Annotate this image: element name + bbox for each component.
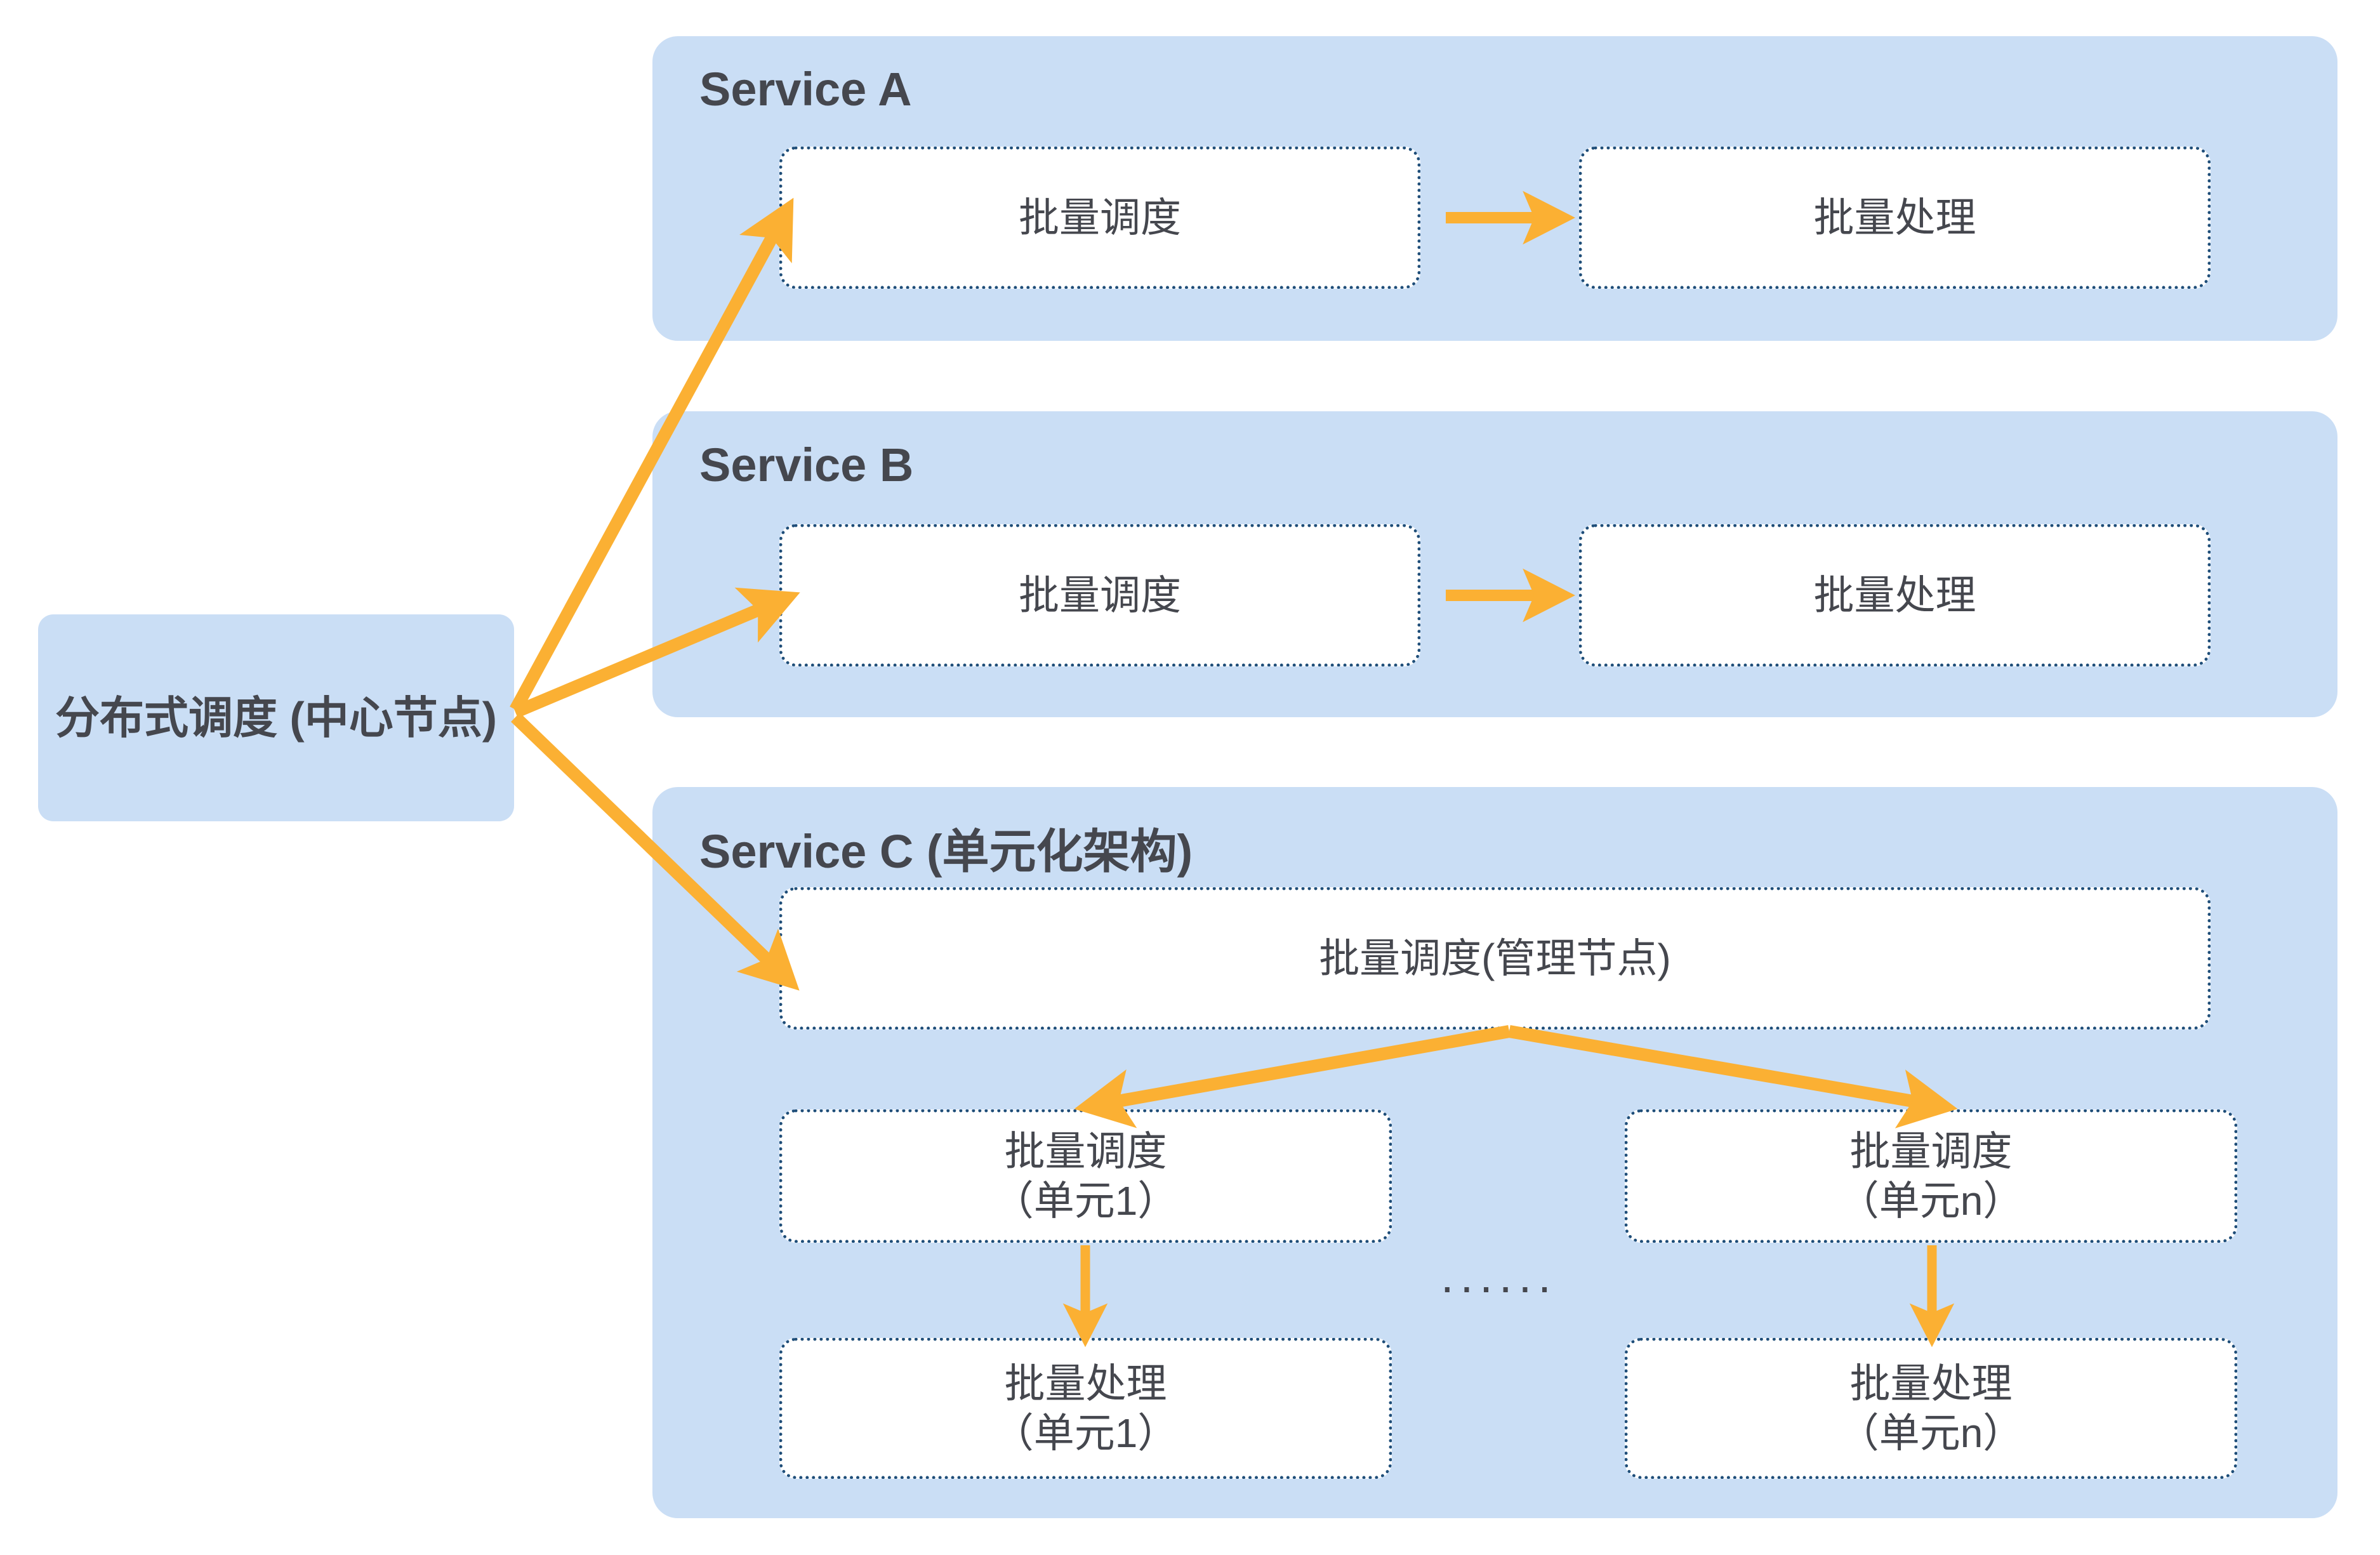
- service-c-unit1-process-label-line1: 批量处理: [1004, 1360, 1167, 1406]
- service-b-title: Service B: [699, 439, 914, 491]
- service-c-unitn-process-label-line2: （单元n）: [1838, 1410, 2024, 1456]
- service-c-unitn-process-node[interactable]: 批量处理 （单元n）: [1625, 1338, 2237, 1479]
- service-a-batch-schedule-node[interactable]: 批量调度: [779, 147, 1420, 289]
- service-c-unitn-schedule-label-line1: 批量调度: [1849, 1128, 2013, 1174]
- service-c-unit1-process-label-line2: （单元1）: [993, 1410, 1179, 1456]
- service-c-title: Service C (单元化架构): [699, 825, 1193, 878]
- service-c-unitn-schedule-label-line2: （单元n）: [1838, 1178, 2024, 1224]
- service-c-unit1-schedule-node[interactable]: 批量调度 （单元1）: [779, 1109, 1392, 1243]
- central-scheduler-label-line1: 分布式调度: [55, 692, 277, 743]
- service-c-unit1-process-node[interactable]: 批量处理 （单元1）: [779, 1338, 1392, 1479]
- service-b-batch-process-node[interactable]: 批量处理: [1579, 524, 2211, 666]
- service-c-unitn-schedule-node[interactable]: 批量调度 （单元n）: [1625, 1109, 2237, 1243]
- service-c-units-ellipsis: ······: [1439, 1260, 1556, 1313]
- service-c-unitn-process-label-line1: 批量处理: [1849, 1360, 2013, 1406]
- service-a-batch-process-node[interactable]: 批量处理: [1579, 147, 2211, 289]
- service-b-batch-schedule-label: 批量调度: [1019, 572, 1181, 618]
- service-a-title: Service A: [699, 63, 912, 116]
- service-c-manager-label: 批量调度(管理节点): [1319, 935, 1671, 981]
- service-a-batch-process-label: 批量处理: [1813, 194, 1976, 241]
- service-a-batch-schedule-label: 批量调度: [1019, 194, 1181, 241]
- central-scheduler-label-line2: (中心节点): [289, 692, 498, 743]
- service-c-manager-node[interactable]: 批量调度(管理节点): [779, 887, 2211, 1029]
- service-c-unit1-schedule-label-line2: （单元1）: [993, 1178, 1179, 1224]
- service-b-batch-process-label: 批量处理: [1813, 572, 1976, 618]
- service-c-unit1-schedule-label-line1: 批量调度: [1004, 1128, 1167, 1174]
- central-scheduler-node[interactable]: 分布式调度 (中心节点): [38, 614, 514, 821]
- service-b-batch-schedule-node[interactable]: 批量调度: [779, 524, 1420, 666]
